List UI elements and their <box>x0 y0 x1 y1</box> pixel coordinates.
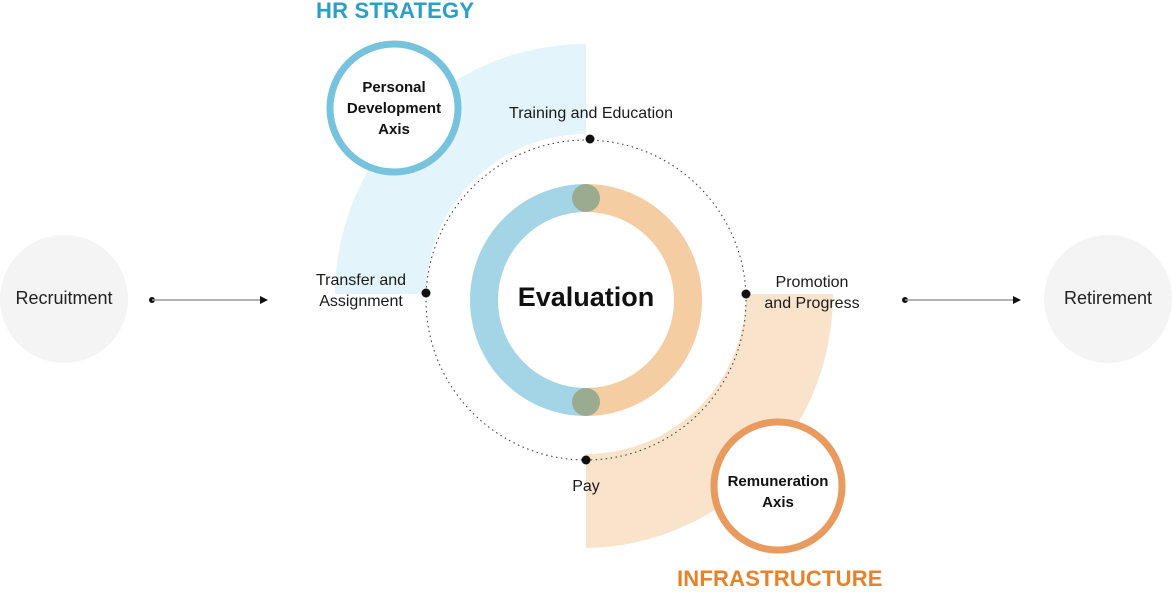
node-dot-transfer <box>421 288 431 298</box>
promotion-progress-label: Promotion and Progress <box>752 272 872 314</box>
pay-label: Pay <box>572 478 600 495</box>
node-dot-training <box>585 134 595 144</box>
axis-label-line: Axis <box>378 121 410 138</box>
arrow-recruitment-to-transfer <box>149 296 268 304</box>
infrastructure-title: INFRASTRUCTURE <box>677 566 883 591</box>
label-line: Assignment <box>319 293 403 310</box>
node-dot-pay <box>581 455 591 465</box>
label-line: and Progress <box>764 295 860 312</box>
personal-development-axis-circle <box>326 40 462 176</box>
retirement-label: Retirement <box>1063 288 1153 308</box>
axis-label-line: Personal <box>362 79 426 96</box>
recruitment-label: Recruitment <box>15 288 113 308</box>
arrow-promotion-to-retirement <box>902 296 1021 304</box>
ring-joint-top <box>572 184 600 212</box>
label-line: Promotion <box>775 274 849 291</box>
evaluation-ring-orange <box>585 184 702 416</box>
label-line: Transfer and <box>315 272 407 289</box>
remuneration-axis-label: Remuneration Axis <box>714 471 842 513</box>
axis-label-line: Axis <box>762 494 794 511</box>
evaluation-ring-blue <box>470 184 587 416</box>
infrastructure-band <box>586 294 833 548</box>
retirement-circle <box>1044 235 1172 363</box>
personal-development-axis-label: Personal Development Axis <box>330 77 458 140</box>
ring-joint-bottom <box>572 388 600 416</box>
recruitment-circle <box>0 235 128 363</box>
hr-strategy-band <box>335 44 586 294</box>
node-dot-promotion <box>741 289 751 299</box>
evaluation-label: Evaluation <box>517 282 655 312</box>
transfer-assignment-label: Transfer and Assignment <box>296 270 426 312</box>
training-education-label: Training and Education <box>509 105 673 122</box>
hr-strategy-title: HR STRATEGY <box>316 0 475 23</box>
remuneration-axis-circle <box>710 418 846 554</box>
axis-label-line: Remuneration <box>727 473 829 490</box>
axis-label-line: Development <box>346 100 442 117</box>
